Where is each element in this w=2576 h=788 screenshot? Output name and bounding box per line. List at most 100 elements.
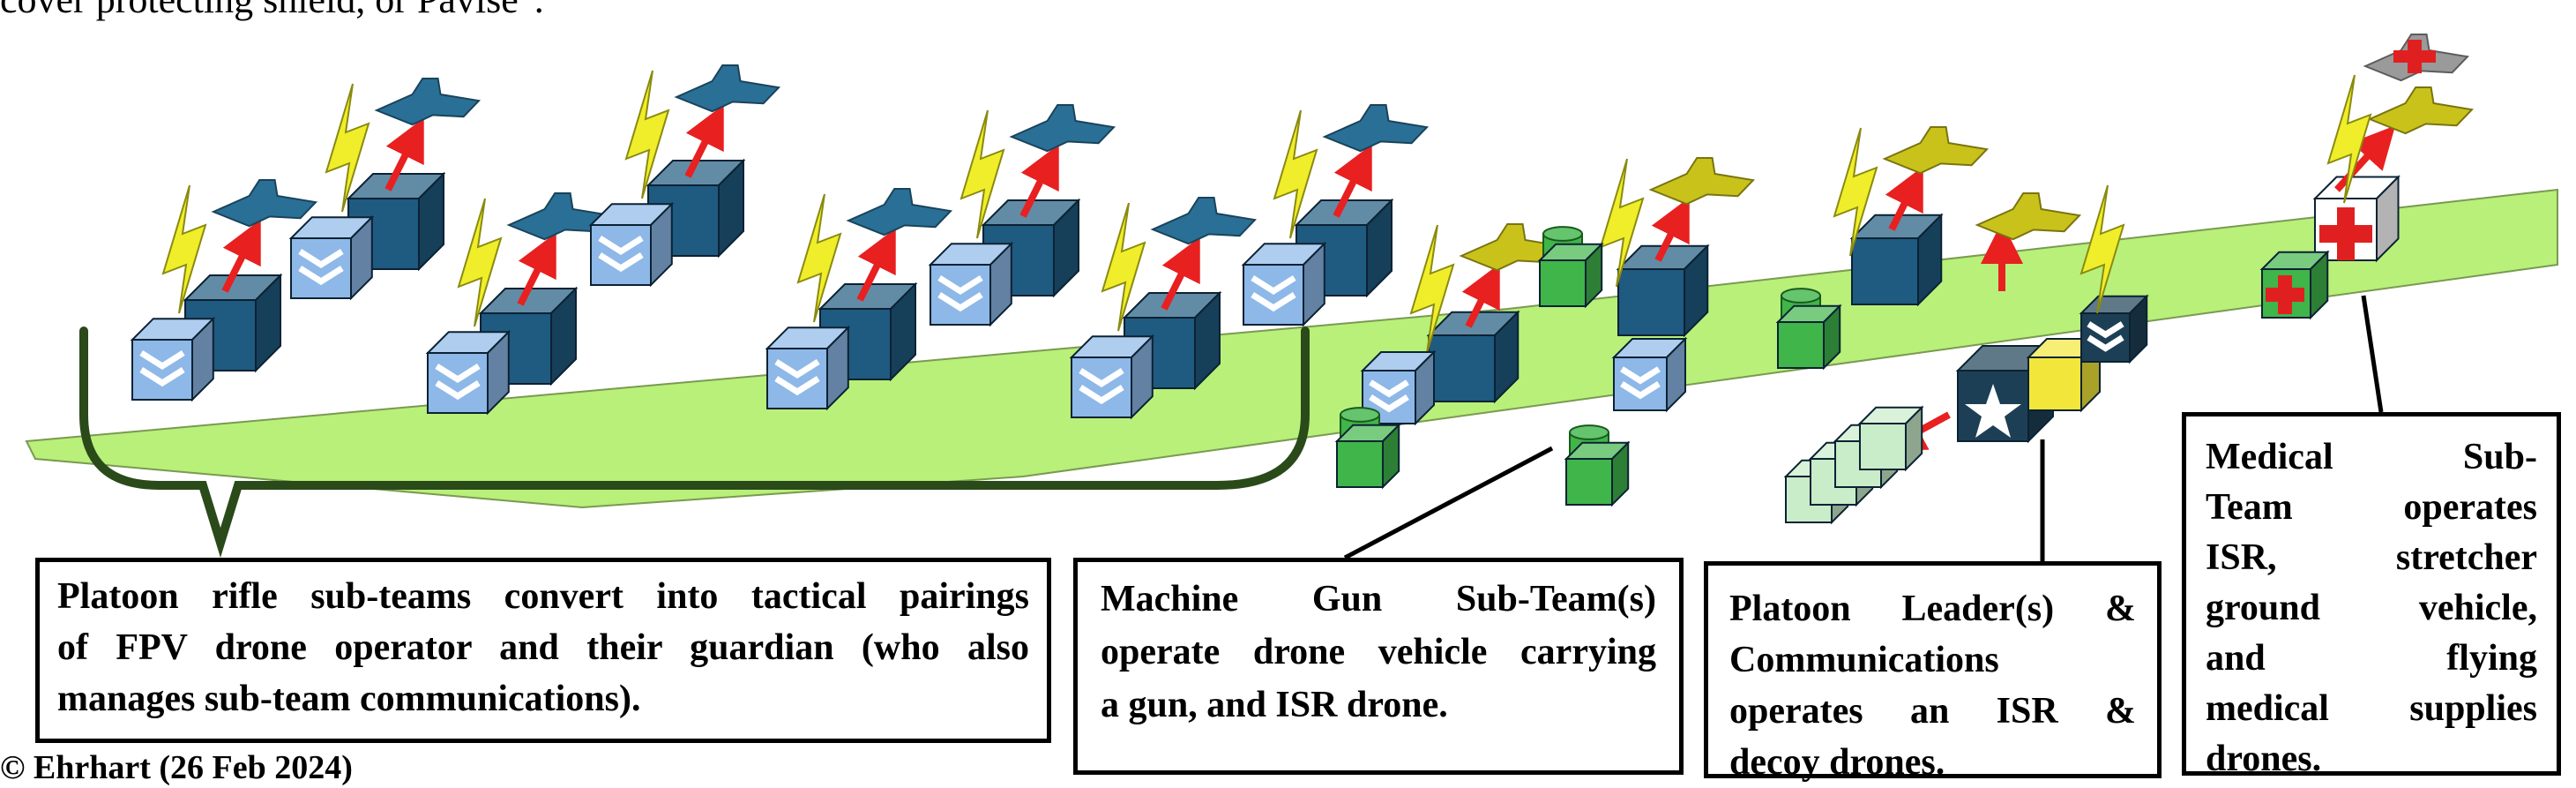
guardian-cube-0-chevron-0 bbox=[139, 349, 185, 371]
gun-vehicle-3-cap bbox=[1781, 288, 1821, 304]
mg-arrow-2 bbox=[1885, 166, 1923, 231]
leader-isr-drone bbox=[1975, 192, 2082, 241]
rifle-line-3: manages sub-team communications). bbox=[57, 679, 641, 719]
control-arrow-2 bbox=[517, 232, 556, 306]
mg-line-3: a gun, and ISR drone. bbox=[1101, 685, 1448, 725]
leader-line-4: decoy drones. bbox=[1729, 742, 1945, 783]
fpv-drone-6 bbox=[1150, 197, 1258, 245]
guardian-cube-6-chevron-1 bbox=[1079, 385, 1124, 405]
leader-line-2: Communications bbox=[1729, 640, 1999, 680]
medical-line-1: Medical Sub- bbox=[2206, 437, 2537, 477]
mg-line-2: operate drone vehicle carrying bbox=[1101, 632, 1656, 672]
guardian-cube-7-chevron-1 bbox=[1251, 292, 1296, 312]
signal-bolt-3 bbox=[624, 70, 670, 199]
guardian-cube-7-chevron-0 bbox=[1251, 274, 1296, 296]
footer-credit: © Ehrhart (26 Feb 2024) bbox=[0, 749, 353, 786]
diagram-art bbox=[25, 34, 2558, 561]
signal-bolt-2 bbox=[457, 198, 503, 327]
mg-guardian-cube-0-chevron-0 bbox=[1369, 379, 1409, 398]
medical-arrow bbox=[2334, 125, 2396, 192]
medical-supply-drone bbox=[2367, 86, 2475, 135]
isr-drone-1 bbox=[1648, 157, 1756, 206]
gun-vehicle-0-cap bbox=[1340, 407, 1380, 423]
guardian-cube-0-chevron-1 bbox=[139, 367, 185, 387]
isr-drone-2 bbox=[1882, 126, 1990, 175]
gun-vehicle-base-2 bbox=[1565, 458, 1613, 506]
control-arrow-6 bbox=[1161, 236, 1200, 311]
guardian-cube-4-chevron-0 bbox=[774, 358, 820, 379]
leader-line-3: operates an ISR & bbox=[1729, 691, 2136, 732]
mg-guardian-cube-1-chevron-0 bbox=[1620, 366, 1661, 385]
control-arrow-5 bbox=[1019, 144, 1059, 218]
gun-vehicle-1-cap bbox=[1542, 226, 1583, 242]
fpv-drone-5 bbox=[1009, 104, 1116, 153]
rifle-subteams-callout: Platoon rifle sub-teams convert into tac… bbox=[35, 558, 1051, 743]
fpv-drone-3 bbox=[674, 64, 781, 113]
mg-operator-cube-1 bbox=[1617, 268, 1685, 336]
medical-cross-icon bbox=[2319, 207, 2372, 260]
decoy-drone-3 bbox=[1859, 423, 1907, 470]
leader-signal-bolt bbox=[2079, 184, 2125, 314]
machine-gun-leader-line bbox=[1343, 446, 1554, 560]
guardian-cube-2-chevron-1 bbox=[435, 380, 481, 401]
platoon-leader-callout: Platoon Leader(s) & Communications opera… bbox=[1704, 561, 2162, 783]
guardian-cube-4-chevron-1 bbox=[774, 376, 820, 396]
mg-guardian-cube-0-chevron-1 bbox=[1369, 394, 1409, 413]
rifle-line-1: Platoon rifle sub-teams convert into tac… bbox=[57, 576, 1029, 617]
medical-line-4: ground vehicle, bbox=[2206, 588, 2537, 628]
guardian-cube-2-chevron-0 bbox=[435, 363, 481, 384]
control-arrow-0 bbox=[221, 219, 261, 293]
guardian-cube-3-chevron-1 bbox=[598, 252, 644, 273]
medical-line-7: drones. bbox=[2206, 739, 2322, 779]
guardian-cube-3-chevron-0 bbox=[598, 235, 644, 256]
medical-leader-line bbox=[2361, 295, 2384, 413]
medical-line-5: and flying bbox=[2206, 638, 2537, 679]
signal-bolt-1 bbox=[325, 83, 370, 213]
guardian-cube-5-chevron-0 bbox=[937, 274, 983, 296]
mg-signal-bolt-2 bbox=[1833, 127, 1878, 257]
medical-line-3: ISR, stretcher bbox=[2206, 537, 2537, 578]
medical-subteam-callout: Medical Sub- Team operates ISR, stretche… bbox=[2182, 412, 2561, 779]
medical-signal-bolt bbox=[2326, 74, 2372, 204]
control-arrow-7 bbox=[1333, 144, 1372, 218]
signal-bolt-5 bbox=[959, 109, 1005, 239]
leader-guardian-cube-chevron-1 bbox=[2087, 334, 2124, 352]
fpv-drone-0 bbox=[211, 179, 318, 228]
leader-guardian-cube-chevron-0 bbox=[2087, 321, 2124, 339]
fpv-drone-4 bbox=[846, 188, 953, 236]
mg-arrow-0 bbox=[1461, 263, 1500, 328]
rifle-teams-bracket bbox=[79, 326, 1310, 559]
mg-signal-bolt-0 bbox=[1409, 224, 1455, 354]
medical-ground-cross-icon bbox=[2266, 275, 2304, 314]
guardian-cube-6-chevron-0 bbox=[1079, 367, 1124, 388]
mg-guardian-cube-1-chevron-1 bbox=[1620, 381, 1661, 400]
mg-operator-cube-2 bbox=[1851, 237, 1919, 305]
guardian-cube-5-chevron-1 bbox=[937, 292, 983, 312]
machine-gun-subteam-callout: Machine Gun Sub-Team(s) operate drone ve… bbox=[1073, 558, 1684, 775]
leader-line-1: Platoon Leader(s) & bbox=[1729, 589, 2136, 629]
fpv-drone-7 bbox=[1322, 104, 1430, 153]
signal-bolt-4 bbox=[796, 193, 842, 323]
control-arrow-3 bbox=[684, 104, 724, 178]
control-arrow-1 bbox=[385, 117, 424, 191]
mg-signal-bolt-1 bbox=[1599, 158, 1645, 288]
medical-line-2: Team operates bbox=[2206, 487, 2537, 528]
guardian-cube-1-chevron-0 bbox=[298, 248, 344, 269]
signal-bolt-0 bbox=[161, 184, 207, 314]
fpv-drone-1 bbox=[374, 78, 482, 126]
control-arrow-4 bbox=[856, 228, 896, 302]
mg-line-1: Machine Gun Sub-Team(s) bbox=[1101, 579, 1656, 619]
rifle-line-2: of FPV drone operator and their guardian… bbox=[57, 627, 1029, 668]
gun-vehicle-2-cap bbox=[1569, 424, 1609, 440]
leader-star-icon bbox=[1965, 384, 2021, 438]
medical-drone-cross-icon bbox=[2393, 40, 2436, 73]
comms-cube bbox=[2027, 356, 2082, 411]
guardian-cube-1-chevron-1 bbox=[298, 266, 344, 286]
mg-operator-cube-0 bbox=[1428, 334, 1496, 402]
signal-bolt-6 bbox=[1101, 202, 1146, 332]
gun-vehicle-base-0 bbox=[1336, 440, 1384, 488]
gun-vehicle-base-3 bbox=[1777, 321, 1825, 369]
mg-arrow-1 bbox=[1651, 197, 1690, 262]
signal-bolt-7 bbox=[1273, 109, 1318, 239]
